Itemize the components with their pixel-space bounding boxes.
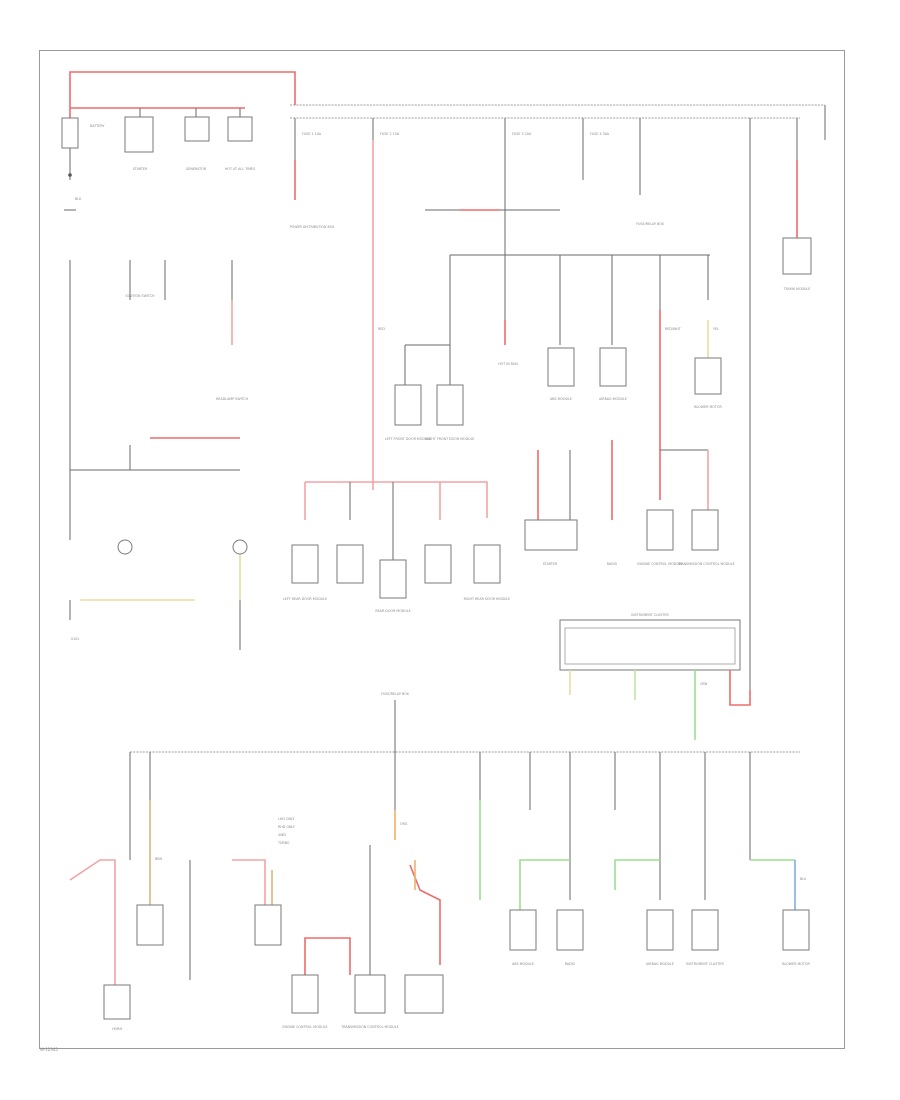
instrument-cluster-label: INSTRUMENT CLUSTER: [631, 613, 669, 617]
starter-symbol: [124, 116, 154, 153]
green-branch-1: [519, 859, 570, 910]
lower-tcm-label: TRANSMISSION CONTROL MODULE: [340, 1025, 399, 1029]
horn-label: HORN: [112, 1027, 122, 1031]
generator-symbol: [184, 116, 210, 142]
lf-door-label: LEFT FRONT DOOR MODULE: [385, 437, 432, 441]
wire-tag-red: RED: [378, 327, 385, 331]
tcm-label: TRANSMISSION CONTROL MODULE: [676, 562, 735, 566]
center-red-loop: [304, 937, 351, 975]
starter-label: STARTER: [133, 167, 148, 171]
relay-symbol: [227, 116, 253, 142]
lower-cluster-label: INSTRUMENT CLUSTER: [686, 962, 724, 966]
legend-turbo: TURBO: [277, 841, 290, 845]
power-dist-box-label: POWER DISTRIBUTION BOX: [290, 225, 336, 229]
ground-label: G101: [71, 637, 80, 641]
wire-tag-brown: BRN: [155, 857, 163, 861]
lower-bus-drops: [129, 752, 751, 905]
bus-fuse-drops: [294, 105, 826, 700]
instrument-cluster-inner: [564, 627, 736, 665]
lower-module-2: [254, 904, 282, 946]
wire-tag-orange: ORG: [400, 822, 408, 826]
lower-radio-label: RADIO: [565, 962, 576, 966]
hot-at-all-times-label: HOT AT ALL TIMES: [225, 167, 255, 171]
wire-tag-blue: BLU: [800, 877, 807, 881]
lower-module-4: [354, 974, 386, 1014]
right-mid-modules: [524, 440, 719, 551]
fuse-label-3: FUSE 3 20A: [512, 132, 532, 136]
wire-tag-green: GRN: [700, 682, 708, 686]
right-top-component: [782, 237, 812, 275]
rf-door-label: RIGHT FRONT DOOR MODULE: [425, 437, 474, 441]
left-front-door-module: [394, 384, 422, 426]
generator-label: GENERATOR: [186, 167, 207, 171]
wire-tag-black: BLK: [75, 197, 82, 201]
fuse-label-1: FUSE 1 10A: [302, 132, 322, 136]
legend-rhd: RHD ONLY: [278, 825, 296, 829]
radio-label: RADIO: [607, 562, 618, 566]
abs-label: ABS MODULE: [550, 397, 572, 401]
airbag-module: [599, 347, 627, 387]
blower-motor: [694, 357, 722, 395]
legend-lhd: LHD ONLY: [278, 817, 295, 821]
horn-symbol: [103, 984, 131, 1020]
battery-symbol: [61, 117, 79, 149]
fuse-relay-box-label: FUSE/RELAY BOX: [636, 222, 665, 226]
lower-airbag-label: AIRBAG MODULE: [646, 962, 674, 966]
lower-module-3: [291, 974, 319, 1014]
lower-fuse-box-label: FUSE/RELAY BOX: [381, 692, 410, 696]
wire-tag-redwht: RED/WHT: [665, 327, 682, 331]
ground-point: [68, 173, 72, 177]
door-module-drops: [291, 482, 501, 599]
lower-ecm-label: ENGINE CONTROL MODULE: [282, 1025, 327, 1029]
door-module-feed: [305, 481, 488, 518]
rear-door-label: REAR DOOR MODULE: [375, 609, 410, 613]
lower-module-1: [136, 904, 164, 946]
cluster-red-feed: [729, 670, 751, 706]
ecm-label: ENGINE CONTROL MODULE: [637, 562, 682, 566]
battery-feed-wire: [69, 71, 296, 120]
lower-pink-feed: [232, 859, 266, 905]
trunk-module-label: TRUNK MODULE: [783, 287, 811, 291]
rr-door-label: RIGHT REAR DOOR MODULE: [464, 597, 511, 601]
horn-feed-wire: [69, 859, 116, 985]
lower-blower-label: BLOWER MOTOR: [782, 962, 810, 966]
battery-label: BATTERY: [90, 124, 105, 128]
legend-4wd: 4WD: [278, 833, 286, 837]
branch-drops: [449, 255, 709, 500]
lower-abs-label: ABS MODULE: [512, 962, 534, 966]
ignition-switch-label: IGNITION SWITCH: [126, 294, 156, 298]
lower-right-modules: [509, 909, 810, 951]
wire-tag-yellow: YEL: [713, 327, 719, 331]
right-front-door-module: [436, 384, 464, 426]
instrument-cluster-box: [559, 619, 741, 671]
starter-relay-label: STARTER: [543, 562, 558, 566]
lr-door-label: LEFT REAR DOOR MODULE: [283, 597, 327, 601]
headlamp-switch-label: HEADLAMP SWITCH: [216, 397, 249, 401]
fuse-label-2: FUSE 2 15A: [380, 132, 400, 136]
fuse-label-4: FUSE 4 30A: [590, 132, 610, 136]
lower-module-5: [404, 974, 444, 1014]
diagram-code: W-12345: [40, 1047, 58, 1052]
left-relay-section: [69, 260, 248, 650]
abs-module: [547, 347, 575, 387]
blower-label: BLOWER MOTOR: [694, 405, 722, 409]
airbag-label: AIRBAG MODULE: [599, 397, 627, 401]
hot-in-run-label: HOT IN RUN: [498, 362, 518, 366]
diagram-frame: [39, 50, 845, 1049]
green-branch-2: [614, 859, 660, 890]
